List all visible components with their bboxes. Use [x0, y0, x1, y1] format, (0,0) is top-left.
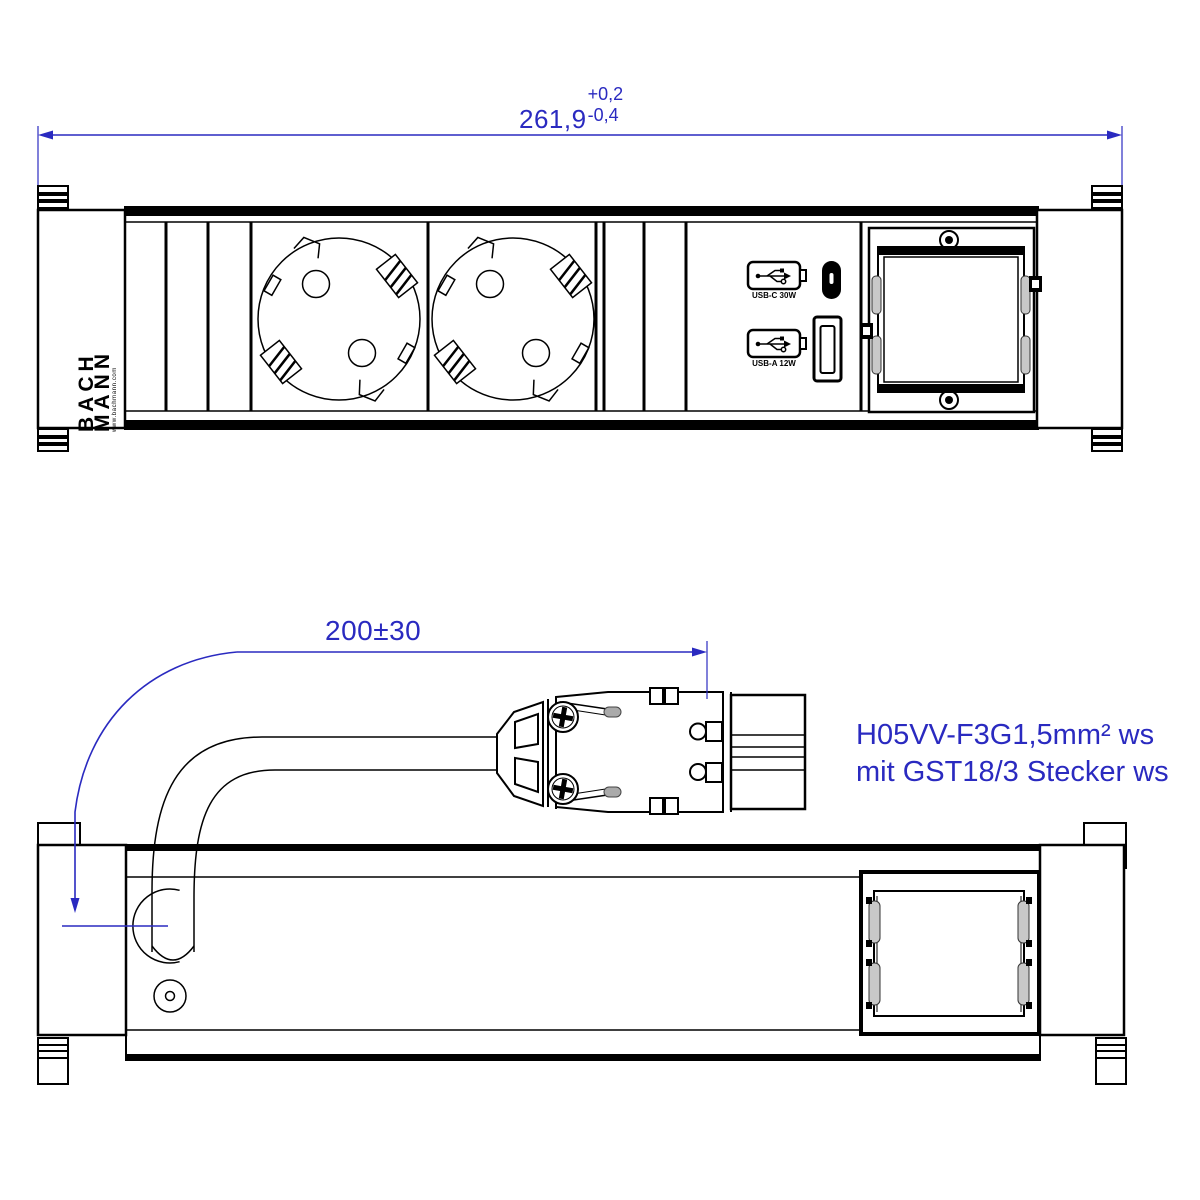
- front-view: [36, 126, 1124, 452]
- usb-c-port: [822, 261, 841, 299]
- housing-screw: [153, 979, 187, 1013]
- usb-c-charge-icon: [746, 260, 808, 291]
- usb-a-charge-icon: [746, 328, 808, 359]
- usb-c-port-label: USB-C 30W: [751, 291, 796, 300]
- end-cap-left-2: [36, 843, 128, 1037]
- schuko-socket-2: [430, 234, 596, 404]
- mounting-bracket-top-right: [1091, 185, 1123, 209]
- mounting-bracket-bottom-left-2: [37, 1037, 69, 1085]
- end-cap-right: [1035, 208, 1124, 430]
- schuko-socket-1: [256, 234, 422, 404]
- width-dimension-lines: [37, 126, 1123, 186]
- cable-length-dimension-label: 200±30: [325, 615, 422, 646]
- width-dimension-value: 261,9: [519, 104, 587, 134]
- cable-spec-note: H05VV-F3G1,5mm² ws mit GST18/3 Stecker w…: [856, 717, 1169, 791]
- mounting-bracket-bottom-left: [37, 428, 69, 452]
- cable-view: [36, 641, 1127, 1085]
- cable-spec-line1: H05VV-F3G1,5mm² ws: [856, 719, 1155, 751]
- width-tolerance-minus: -0,4: [587, 105, 619, 125]
- end-cap-right-2: [1038, 843, 1126, 1037]
- usb-a-port-label: USB-A 12W: [752, 359, 796, 368]
- mounting-bracket-top-left: [37, 185, 69, 209]
- end-cap-left: [36, 208, 127, 430]
- bachmann-logo: BACH MANN www.bachmann.com: [75, 328, 119, 432]
- cable-length-dimension-lines: [62, 641, 708, 927]
- usb-a-port: [812, 315, 843, 383]
- usb-charger-module: [746, 260, 843, 383]
- gst18-connector: [496, 687, 807, 815]
- width-dimension-label: 261,9 +0,2 -0,4: [519, 84, 623, 135]
- mounting-bracket-bottom-right: [1091, 428, 1123, 452]
- custom-module-slot-front: [860, 226, 1042, 414]
- mounting-bracket-bottom-right-2: [1095, 1037, 1127, 1085]
- cable-spec-line2: mit GST18/3 Stecker ws: [856, 756, 1169, 788]
- custom-module-slot-top: [859, 870, 1041, 1036]
- phillips-screw-top: [547, 701, 579, 733]
- width-tolerance-plus: +0,2: [587, 84, 624, 104]
- bachmann-logo-subtext: www.bachmann.com: [112, 367, 118, 432]
- bachmann-logo-line2: MANN: [91, 349, 114, 432]
- phillips-screw-bottom: [547, 773, 579, 805]
